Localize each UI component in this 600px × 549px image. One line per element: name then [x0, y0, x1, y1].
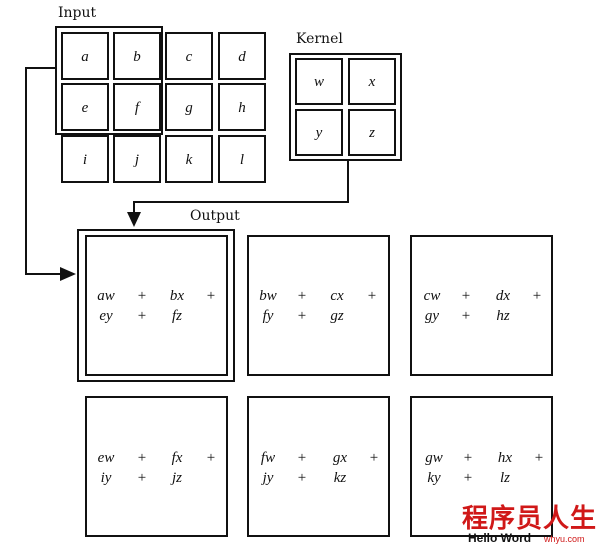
input-cell-label: b [133, 49, 141, 65]
output-term: jy [261, 470, 274, 486]
kernel-cell [348, 109, 396, 156]
output-cell [410, 235, 553, 376]
input-cell-label: d [238, 49, 246, 65]
plus-sign: + [138, 288, 146, 304]
output-term: aw [97, 288, 115, 304]
kernel-cell-label: z [368, 125, 375, 141]
input-cell [61, 32, 109, 80]
plus-sign: + [533, 288, 541, 304]
output-term: gx [333, 450, 348, 466]
input-cell [165, 32, 213, 80]
kernel-grid: w x y z [289, 53, 402, 161]
input-cell-label: j [133, 152, 139, 168]
output-cell-highlight [77, 229, 235, 382]
input-cell [113, 83, 161, 131]
input-cell [218, 83, 266, 131]
watermark-site: whyu.com [544, 534, 585, 544]
input-cell-label: e [82, 100, 89, 116]
output-term: ey [99, 308, 113, 324]
plus-sign: + [207, 288, 215, 304]
plus-sign: + [298, 288, 306, 304]
output-term: bx [170, 288, 185, 304]
output-term: fz [172, 308, 182, 324]
output-term: fw [261, 450, 275, 466]
input-cell-label: a [81, 49, 89, 65]
output-term: kz [334, 470, 347, 486]
output-term: hx [498, 450, 513, 466]
output-term: lz [500, 470, 510, 486]
output-term: bw [259, 288, 277, 304]
output-cell [85, 396, 228, 537]
watermark-english: Hello Word [468, 531, 532, 545]
kernel-cell-label: w [314, 74, 324, 90]
output-term: jz [170, 470, 182, 486]
output-cell [410, 396, 553, 537]
input-arrow [25, 67, 76, 281]
watermark-chinese: 程序员人生 [462, 504, 598, 534]
input-cell-label: f [135, 100, 141, 116]
input-cell-label: l [240, 152, 244, 168]
input-cell [61, 83, 109, 131]
output-cell [247, 235, 390, 376]
input-cell [113, 135, 161, 183]
output-term: cx [330, 288, 344, 304]
output-label: Output [190, 208, 240, 224]
plus-sign: + [368, 288, 376, 304]
plus-sign: + [207, 450, 215, 466]
output-term: cw [424, 288, 441, 304]
output-term: fy [263, 308, 274, 324]
output-cell [85, 235, 228, 376]
output-term: gz [330, 308, 344, 324]
output-term: gy [425, 308, 440, 324]
output-term: fx [172, 450, 183, 466]
kernel-cell [295, 109, 343, 156]
plus-sign: + [138, 308, 146, 324]
plus-sign: + [138, 470, 146, 486]
input-cell [218, 32, 266, 80]
output-term: hz [496, 308, 510, 324]
input-cell [61, 135, 109, 183]
input-cell [165, 83, 213, 131]
input-cell-label: h [238, 100, 246, 116]
kernel-frame [289, 53, 402, 161]
input-cell-label: c [186, 49, 193, 65]
kernel-arrow [127, 160, 349, 227]
input-label: Input [58, 5, 97, 21]
input-cell-label: k [186, 152, 193, 168]
plus-sign: + [535, 450, 543, 466]
input-cell-label: i [83, 152, 87, 168]
plus-sign: + [298, 450, 306, 466]
kernel-cell [348, 58, 396, 105]
kernel-cell-label: y [314, 125, 323, 141]
output-expressions: aw + bx + ey + fz bw + cx + fy + gz cw +… [97, 288, 543, 486]
output-term: ew [98, 450, 115, 466]
plus-sign: + [298, 308, 306, 324]
input-cell [113, 32, 161, 80]
plus-sign: + [138, 450, 146, 466]
plus-sign: + [464, 450, 472, 466]
output-term: gw [425, 450, 443, 466]
output-cell [247, 396, 390, 537]
input-grid: a b c d e f g h i j k l [61, 32, 266, 183]
input-cell [165, 135, 213, 183]
input-window-highlight [55, 26, 163, 135]
output-term: dx [496, 288, 511, 304]
input-cell-label: g [185, 100, 193, 116]
plus-sign: + [462, 308, 470, 324]
kernel-cell [295, 58, 343, 105]
output-term: iy [101, 470, 112, 486]
kernel-cell-label: x [368, 74, 376, 90]
kernel-label: Kernel [296, 31, 343, 47]
plus-sign: + [464, 470, 472, 486]
plus-sign: + [462, 288, 470, 304]
plus-sign: + [298, 470, 306, 486]
input-cell [218, 135, 266, 183]
output-grid [77, 229, 553, 537]
output-term: ky [427, 470, 441, 486]
plus-sign: + [370, 450, 378, 466]
